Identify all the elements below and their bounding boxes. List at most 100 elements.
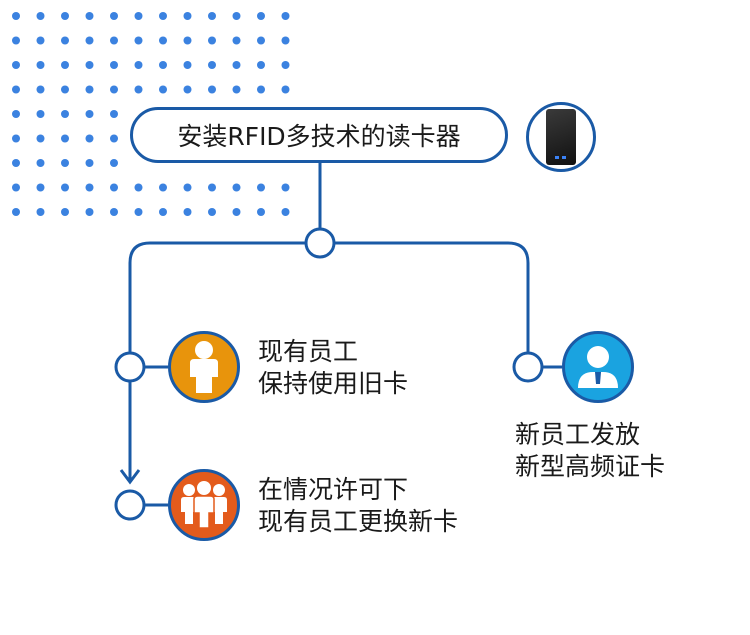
grid-dot xyxy=(281,36,290,45)
grid-dot xyxy=(61,12,69,20)
grid-dot xyxy=(183,208,192,216)
replace-line2: 现有员工更换新卡 xyxy=(258,507,459,536)
grid-dot xyxy=(36,134,45,143)
connector-node-existing xyxy=(114,351,146,383)
new-line2: 新型高频证卡 xyxy=(515,452,666,481)
grid-dot xyxy=(61,159,69,167)
grid-dot xyxy=(36,183,45,192)
grid-dot xyxy=(85,85,94,94)
grid-dot xyxy=(85,208,94,216)
grid-dot xyxy=(110,159,118,167)
grid-dot xyxy=(110,85,118,94)
grid-dot xyxy=(159,12,167,20)
group-icon xyxy=(168,469,240,541)
grid-dot xyxy=(36,61,45,69)
grid-dot xyxy=(36,159,45,167)
grid-dot xyxy=(85,183,94,192)
grid-dot xyxy=(12,159,20,167)
grid-dot xyxy=(257,208,265,216)
grid-dot xyxy=(232,85,241,94)
grid-dot xyxy=(61,36,69,45)
grid-dot xyxy=(110,183,118,192)
connector-right-branch xyxy=(334,241,530,353)
grid-dot xyxy=(36,110,45,118)
grid-dot xyxy=(232,183,241,192)
grid-dot xyxy=(257,183,265,192)
decorative-dot-grid xyxy=(12,12,290,216)
grid-dot xyxy=(85,159,94,167)
grid-dot xyxy=(134,183,143,192)
grid-dot xyxy=(36,36,45,45)
grid-dot xyxy=(257,61,265,69)
grid-dot xyxy=(232,208,241,216)
grid-dot xyxy=(159,85,167,94)
grid-dot xyxy=(134,85,143,94)
grid-dot xyxy=(110,61,118,69)
connector-left-branch xyxy=(128,241,306,353)
replace-card-text: 在情况许可下 现有员工更换新卡 xyxy=(258,474,458,538)
grid-dot xyxy=(85,61,94,69)
grid-dot xyxy=(159,183,167,192)
grid-dot xyxy=(257,36,265,45)
grid-dot xyxy=(134,208,143,216)
grid-dot xyxy=(12,110,20,118)
title-box: 安装RFID多技术的读卡器 xyxy=(130,107,508,163)
grid-dot xyxy=(281,61,290,69)
grid-dot xyxy=(110,12,118,20)
grid-dot xyxy=(61,85,69,94)
grid-dot xyxy=(183,183,192,192)
grid-dot xyxy=(61,208,69,216)
grid-dot xyxy=(12,208,20,216)
grid-dot xyxy=(12,134,20,143)
grid-dot xyxy=(61,183,69,192)
grid-dot xyxy=(134,61,143,69)
grid-dot xyxy=(208,183,216,192)
connector-node-replace xyxy=(114,489,146,521)
grid-dot xyxy=(85,110,94,118)
grid-dot xyxy=(61,110,69,118)
grid-dot xyxy=(85,36,94,45)
grid-dot xyxy=(159,36,167,45)
grid-dot xyxy=(12,183,20,192)
person-icon xyxy=(168,331,240,403)
grid-dot xyxy=(208,85,216,94)
grid-dot xyxy=(85,12,94,20)
grid-dot xyxy=(36,208,45,216)
grid-dot xyxy=(159,208,167,216)
grid-dot xyxy=(183,36,192,45)
employee-icon xyxy=(562,331,634,403)
grid-dot xyxy=(110,110,118,118)
existing-employee-text: 现有员工 保持使用旧卡 xyxy=(258,336,408,400)
title-text: 安装RFID多技术的读卡器 xyxy=(177,122,461,151)
grid-dot xyxy=(281,208,290,216)
grid-dot xyxy=(281,12,290,20)
replace-line1: 在情况许可下 xyxy=(258,475,409,504)
grid-dot xyxy=(85,134,94,143)
connector-node-top xyxy=(304,227,336,259)
grid-dot xyxy=(208,208,216,216)
grid-dot xyxy=(12,61,20,69)
grid-dot xyxy=(110,36,118,45)
grid-dot xyxy=(12,12,20,20)
new-line1: 新员工发放 xyxy=(515,420,641,449)
grid-dot xyxy=(159,61,167,69)
arrow-down-icon xyxy=(119,469,141,485)
grid-dot xyxy=(257,85,265,94)
connector-node-new xyxy=(512,351,544,383)
grid-dot xyxy=(134,36,143,45)
grid-dot xyxy=(281,85,290,94)
grid-dot xyxy=(36,85,45,94)
grid-dot xyxy=(110,208,118,216)
grid-dot xyxy=(183,12,192,20)
grid-dot xyxy=(61,134,69,143)
grid-dot xyxy=(208,61,216,69)
reader-circle xyxy=(526,102,596,172)
new-employee-text: 新员工发放 新型高频证卡 xyxy=(515,419,665,483)
grid-dot xyxy=(134,12,143,20)
grid-dot xyxy=(12,85,20,94)
grid-dot xyxy=(232,12,241,20)
existing-line1: 现有员工 xyxy=(258,337,359,366)
grid-dot xyxy=(281,183,290,192)
grid-dot xyxy=(110,134,118,143)
